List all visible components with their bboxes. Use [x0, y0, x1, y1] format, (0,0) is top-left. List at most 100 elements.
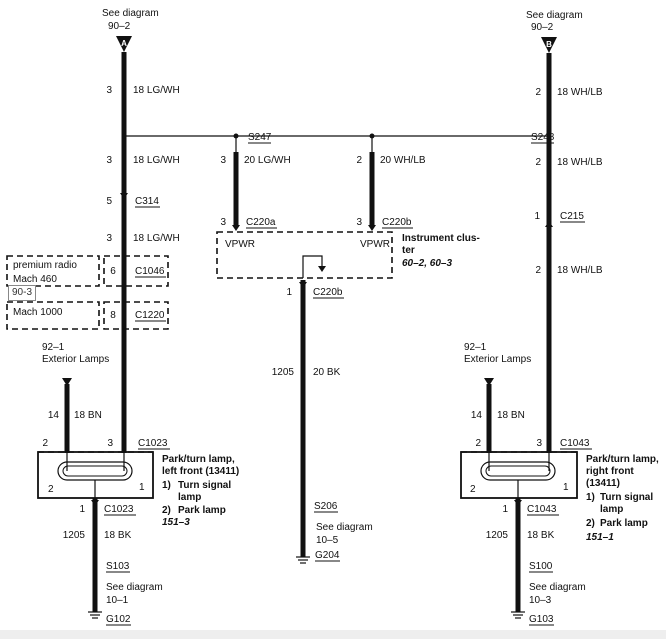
right-item2-num: 2)	[586, 518, 595, 529]
right-w1-wire: 18 WH/LB	[557, 87, 603, 98]
right-bulb-icon	[480, 461, 556, 481]
right-lamp-pin-left: 2	[470, 484, 476, 495]
c220b-bot-label[interactable]: C220b	[313, 287, 343, 298]
left-c1023-label[interactable]: C1023	[138, 438, 168, 449]
right-item1b: lamp	[600, 504, 623, 515]
left-branch: See diagram 90–2 A 3 18 LG/WH 3 18 LG/WH…	[6, 8, 239, 626]
c1220-label[interactable]: C1220	[135, 310, 165, 321]
right-bottom-wire-pin: 1205	[486, 530, 509, 541]
center-wb-pin: 2	[356, 155, 362, 166]
c1220-box	[103, 301, 169, 330]
left-bottom-wire: 18 BK	[104, 530, 132, 541]
page-ref-tag[interactable]: 90-3	[8, 285, 36, 301]
right-item1a: Turn signal	[600, 492, 653, 503]
right-c1043-pin-a: 2	[475, 438, 481, 449]
left-w1-wire: 18 LG/WH	[133, 85, 180, 96]
right-see: See diagram	[529, 582, 586, 593]
cluster-title2: ter	[402, 245, 415, 256]
option-premium-radio: premium radio	[13, 260, 77, 271]
c220b-top-label[interactable]: C220b	[382, 217, 412, 228]
right-branch: See diagram 90–2 B 2 18 WH/LB 2 18 WH/LB…	[460, 10, 659, 626]
left-item1-num: 1)	[162, 480, 171, 491]
c314-arrow	[120, 193, 128, 199]
left-splice[interactable]: S103	[106, 561, 130, 572]
ref-a-page: 90–2	[108, 21, 131, 32]
c1046-pin: 6	[110, 266, 116, 277]
ref-a-triangle[interactable]	[116, 36, 132, 52]
center-splice[interactable]: S206	[314, 501, 338, 512]
s248-label[interactable]: S248	[531, 132, 555, 143]
vpwr-right: VPWR	[360, 239, 390, 250]
premium-radio-box	[6, 255, 100, 287]
right-ext-ref: 92–1	[464, 342, 487, 353]
right-ext-arrow[interactable]	[484, 378, 494, 386]
cluster-internal-path	[302, 255, 323, 278]
c220a-pin: 3	[220, 217, 226, 228]
c1046-label[interactable]: C1046	[135, 266, 165, 277]
left-w14-pin: 14	[48, 410, 60, 421]
right-lamp-pin-right: 1	[563, 482, 569, 493]
left-c1023-pin-b: 3	[107, 438, 113, 449]
center-ground-icon	[296, 556, 310, 564]
c220b-bot-pin: 1	[286, 287, 292, 298]
center-ground: G204	[315, 550, 340, 561]
c220a-label[interactable]: C220a	[246, 217, 276, 228]
right-lamp-title1: Park/turn lamp,	[586, 454, 659, 465]
c215-label[interactable]: C215	[560, 211, 584, 222]
left-w3-pin: 3	[106, 233, 112, 244]
right-w1-pin: 2	[535, 87, 541, 98]
s247-label[interactable]: S247	[248, 132, 272, 143]
c220b-top-pin: 3	[356, 217, 362, 228]
left-bottom-pin: 1	[79, 504, 85, 515]
c215-pin: 1	[534, 211, 540, 222]
center-see-page[interactable]: 10–5	[316, 535, 339, 546]
left-lamp-title2: left front (13411)	[162, 466, 239, 477]
right-lamp-title3: (13411)	[586, 478, 620, 489]
ref-b-see: See diagram	[526, 10, 583, 21]
cluster-page-ref[interactable]: 60–2, 60–3	[402, 258, 452, 269]
left-item2: Park lamp	[178, 505, 226, 516]
mach-1000-box	[6, 301, 100, 330]
right-c1043-pin-b: 3	[536, 438, 542, 449]
left-lamp-pin-left: 2	[48, 484, 54, 495]
left-item1a: Turn signal	[178, 480, 231, 491]
right-c1043-label[interactable]: C1043	[560, 438, 590, 449]
ref-a-see: See diagram	[102, 8, 159, 19]
left-w2-wire: 18 LG/WH	[133, 155, 180, 166]
right-item2: Park lamp	[600, 518, 648, 529]
right-ground-icon	[511, 611, 525, 619]
right-bottom-wire: 18 BK	[527, 530, 555, 541]
right-splice[interactable]: S100	[529, 561, 553, 572]
right-ground: G103	[529, 614, 554, 625]
left-junction-dot	[121, 133, 127, 139]
c1220-pin: 8	[110, 310, 116, 321]
left-ground: G102	[106, 614, 131, 625]
c215-arrow	[545, 221, 553, 227]
right-w2-pin: 2	[535, 157, 541, 168]
ref-b-letter: B	[546, 40, 552, 49]
left-see-page[interactable]: 10–1	[106, 595, 129, 606]
left-item2-num: 2)	[162, 505, 171, 516]
right-page-ref[interactable]: 151–1	[586, 532, 614, 543]
c314-label[interactable]: C314	[135, 196, 159, 207]
cluster-title1: Instrument clus-	[402, 233, 480, 244]
center-wire-pin: 1205	[272, 367, 295, 378]
ref-b-triangle[interactable]	[541, 37, 557, 53]
left-bottom-conn[interactable]: C1023	[104, 504, 134, 515]
right-see-page[interactable]: 10–3	[529, 595, 552, 606]
right-bottom-conn[interactable]: C1043	[527, 504, 557, 515]
center-wb-wire: 20 WH/LB	[380, 155, 426, 166]
right-bottom-pin: 1	[502, 504, 508, 515]
right-lamp-component[interactable]	[460, 451, 578, 499]
right-item1-num: 1)	[586, 492, 595, 503]
right-lamp-title2: right front	[586, 466, 634, 477]
footer-band	[0, 630, 666, 639]
vpwr-left: VPWR	[225, 239, 255, 250]
left-ext-arrow[interactable]	[62, 378, 72, 386]
left-ext-label: Exterior Lamps	[42, 354, 109, 365]
center-branch: S247 S248 3 20 LG/WH 2 20 WH/LB 3 C220a …	[216, 132, 555, 564]
left-page-ref[interactable]: 151–3	[162, 517, 190, 528]
c1046-box	[103, 255, 169, 287]
center-wa-wire: 20 LG/WH	[244, 155, 291, 166]
